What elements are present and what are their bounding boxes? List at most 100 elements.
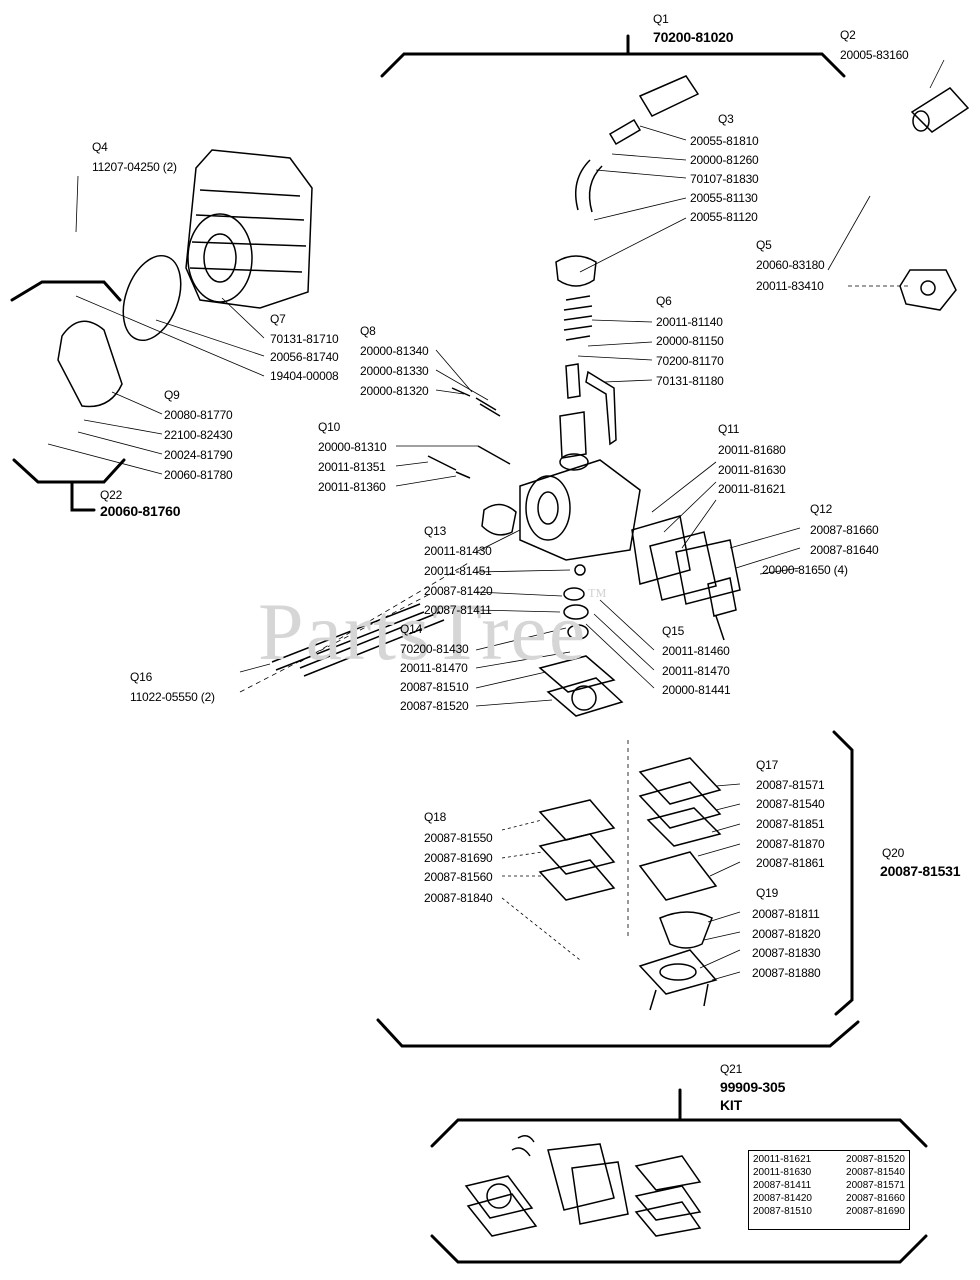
q6-label: Q6: [656, 294, 672, 308]
q16-label: Q16: [130, 670, 153, 684]
kit-part[interactable]: 20087-81660: [846, 1193, 905, 1204]
q13-part-number[interactable]: 20011-81451: [424, 564, 492, 578]
q19-part-number[interactable]: 20087-81880: [752, 966, 821, 980]
q9-part-number[interactable]: 20024-81790: [164, 448, 233, 462]
q21-part-number[interactable]: 99909-305: [720, 1079, 786, 1095]
q14-part-number[interactable]: 70200-81430: [400, 642, 469, 656]
q8-part-number[interactable]: 20000-81320: [360, 384, 429, 398]
q4-label: Q4: [92, 140, 108, 154]
kit-table-row: 20087-81420 20087-81660: [753, 1192, 905, 1205]
q17-label: Q17: [756, 758, 779, 772]
q3-part-number[interactable]: 20055-81120: [690, 210, 758, 224]
q12-label: Q12: [810, 502, 833, 516]
q18-part-number[interactable]: 20087-81840: [424, 891, 493, 905]
q13-part-number[interactable]: 20087-81411: [424, 603, 492, 617]
q7-part-number[interactable]: 20056-81740: [270, 350, 339, 364]
kit-part[interactable]: 20011-81630: [753, 1167, 812, 1178]
q20-part-number[interactable]: 20087-81531: [880, 863, 961, 879]
kit-table-row: 20087-81510 20087-81690: [753, 1205, 905, 1218]
q22-label: Q22: [100, 488, 123, 502]
q1-part-number[interactable]: 70200-81020: [653, 29, 734, 45]
q6-part-number[interactable]: 20000-81150: [656, 334, 724, 348]
kit-part[interactable]: 20087-81540: [846, 1167, 905, 1178]
q10-part-number[interactable]: 20011-81351: [318, 460, 386, 474]
q4-part-number[interactable]: 11207-04250 (2): [92, 160, 177, 174]
q14-part-number[interactable]: 20011-81470: [400, 661, 468, 675]
q13-part-number[interactable]: 20011-81430: [424, 544, 492, 558]
q12-part-number[interactable]: 20000-81650 (4): [762, 563, 848, 577]
q15-part-number[interactable]: 20011-81460: [662, 644, 730, 658]
kit-part[interactable]: 20011-81621: [753, 1154, 812, 1165]
q5-part-number[interactable]: 20060-83180: [756, 258, 825, 272]
q12-part-number[interactable]: 20087-81660: [810, 523, 879, 537]
q6-part-number[interactable]: 70131-81180: [656, 374, 724, 388]
q17-part-number[interactable]: 20087-81540: [756, 797, 825, 811]
kit-part[interactable]: 20087-81571: [846, 1180, 905, 1191]
q8-label: Q8: [360, 324, 376, 338]
q3-part-number[interactable]: 20000-81260: [690, 153, 759, 167]
q18-part-number[interactable]: 20087-81560: [424, 870, 493, 884]
q18-label: Q18: [424, 810, 447, 824]
q7-part-number[interactable]: 19404-00008: [270, 369, 339, 383]
q21-label: Q21: [720, 1062, 743, 1076]
q8-part-number[interactable]: 20000-81330: [360, 364, 429, 378]
q2-part-number[interactable]: 20005-83160: [840, 48, 909, 62]
q10-part-number[interactable]: 20000-81310: [318, 440, 387, 454]
q14-label: Q14: [400, 622, 423, 636]
q8-part-number[interactable]: 20000-81340: [360, 344, 429, 358]
watermark: PartsTree™: [258, 585, 609, 677]
q14-part-number[interactable]: 20087-81510: [400, 680, 469, 694]
q11-part-number[interactable]: 20011-81630: [718, 463, 786, 477]
q19-part-number[interactable]: 20087-81830: [752, 946, 821, 960]
q18-part-number[interactable]: 20087-81690: [424, 851, 493, 865]
q17-part-number[interactable]: 20087-81851: [756, 817, 825, 831]
q11-part-number[interactable]: 20011-81680: [718, 443, 786, 457]
q5-label: Q5: [756, 238, 772, 252]
q9-part-number[interactable]: 20080-81770: [164, 408, 233, 422]
q14-part-number[interactable]: 20087-81520: [400, 699, 469, 713]
q10-part-number[interactable]: 20011-81360: [318, 480, 386, 494]
kit-part[interactable]: 20087-81510: [753, 1206, 812, 1217]
q7-label: Q7: [270, 312, 286, 326]
kit-table-row: 20011-81630 20087-81540: [753, 1166, 905, 1179]
q10-label: Q10: [318, 420, 341, 434]
q3-part-number[interactable]: 20055-81810: [690, 134, 759, 148]
q13-part-number[interactable]: 20087-81420: [424, 584, 493, 598]
q13-label: Q13: [424, 524, 447, 538]
q6-part-number[interactable]: 20011-81140: [656, 315, 723, 329]
q15-label: Q15: [662, 624, 685, 638]
q12-part-number[interactable]: 20087-81640: [810, 543, 879, 557]
q22-part-number[interactable]: 20060-81760: [100, 503, 181, 519]
q3-part-number[interactable]: 70107-81830: [690, 172, 759, 186]
kit-table-row: 20087-81411 20087-81571: [753, 1179, 905, 1192]
q9-part-number[interactable]: 22100-82430: [164, 428, 233, 442]
q15-part-number[interactable]: 20011-81470: [662, 664, 730, 678]
q6-part-number[interactable]: 70200-81170: [656, 354, 724, 368]
q3-part-number[interactable]: 20055-81130: [690, 191, 758, 205]
q17-part-number[interactable]: 20087-81571: [756, 778, 825, 792]
q5-part-number[interactable]: 20011-83410: [756, 279, 824, 293]
q17-part-number[interactable]: 20087-81861: [756, 856, 825, 870]
kit-part[interactable]: 20087-81690: [846, 1206, 905, 1217]
kit-part[interactable]: 20087-81411: [753, 1180, 812, 1191]
q19-part-number[interactable]: 20087-81820: [752, 927, 821, 941]
q16-part-number[interactable]: 11022-05550 (2): [130, 690, 215, 704]
kit-part[interactable]: 20087-81520: [846, 1154, 905, 1165]
q7-part-number[interactable]: 70131-81710: [270, 332, 339, 346]
kit-part[interactable]: 20087-81420: [753, 1193, 812, 1204]
kit-contents-table: 20011-81621 20087-81520 20011-81630 2008…: [748, 1150, 910, 1230]
q2-label: Q2: [840, 28, 856, 42]
q19-part-number[interactable]: 20087-81811: [752, 907, 820, 921]
q18-part-number[interactable]: 20087-81550: [424, 831, 493, 845]
q19-label: Q19: [756, 886, 779, 900]
q9-label: Q9: [164, 388, 180, 402]
kit-table-row: 20011-81621 20087-81520: [753, 1153, 905, 1166]
q17-part-number[interactable]: 20087-81870: [756, 837, 825, 851]
q15-part-number[interactable]: 20000-81441: [662, 683, 731, 697]
q20-label: Q20: [882, 846, 905, 860]
q9-part-number[interactable]: 20060-81780: [164, 468, 233, 482]
q3-label: Q3: [718, 112, 734, 126]
q11-label: Q11: [718, 422, 740, 436]
q11-part-number[interactable]: 20011-81621: [718, 482, 786, 496]
